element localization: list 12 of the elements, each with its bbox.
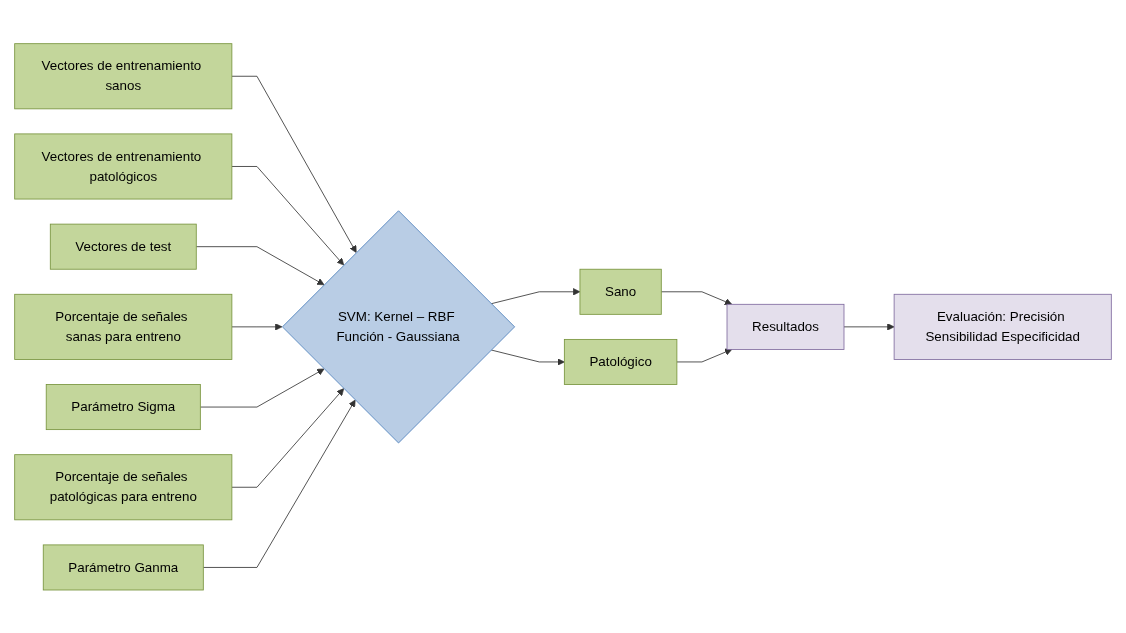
node-box: Evaluación: Precisión Sensibilidad Especificidad bbox=[893, 293, 1112, 360]
node-box: Porcentaje de señales sanas para entreno bbox=[14, 293, 233, 360]
node-diamond: SVM: Kernel – RBF Función - Gaussiana bbox=[282, 210, 516, 444]
node-box: Parámetro Sigma bbox=[45, 383, 201, 430]
node-box: Vectores de test bbox=[49, 223, 197, 270]
node-box: Patológico bbox=[563, 338, 678, 385]
node-box: Sano bbox=[579, 268, 662, 315]
node-box: Parámetro Ganma bbox=[42, 544, 204, 591]
node-box: Vectores de entrenamiento sanos bbox=[14, 42, 233, 109]
node-box: Porcentaje de señales patológicas para entreno bbox=[14, 453, 233, 520]
node-box: Vectores de entrenamiento patológicos bbox=[14, 133, 233, 200]
node-box: Resultados bbox=[726, 303, 845, 350]
